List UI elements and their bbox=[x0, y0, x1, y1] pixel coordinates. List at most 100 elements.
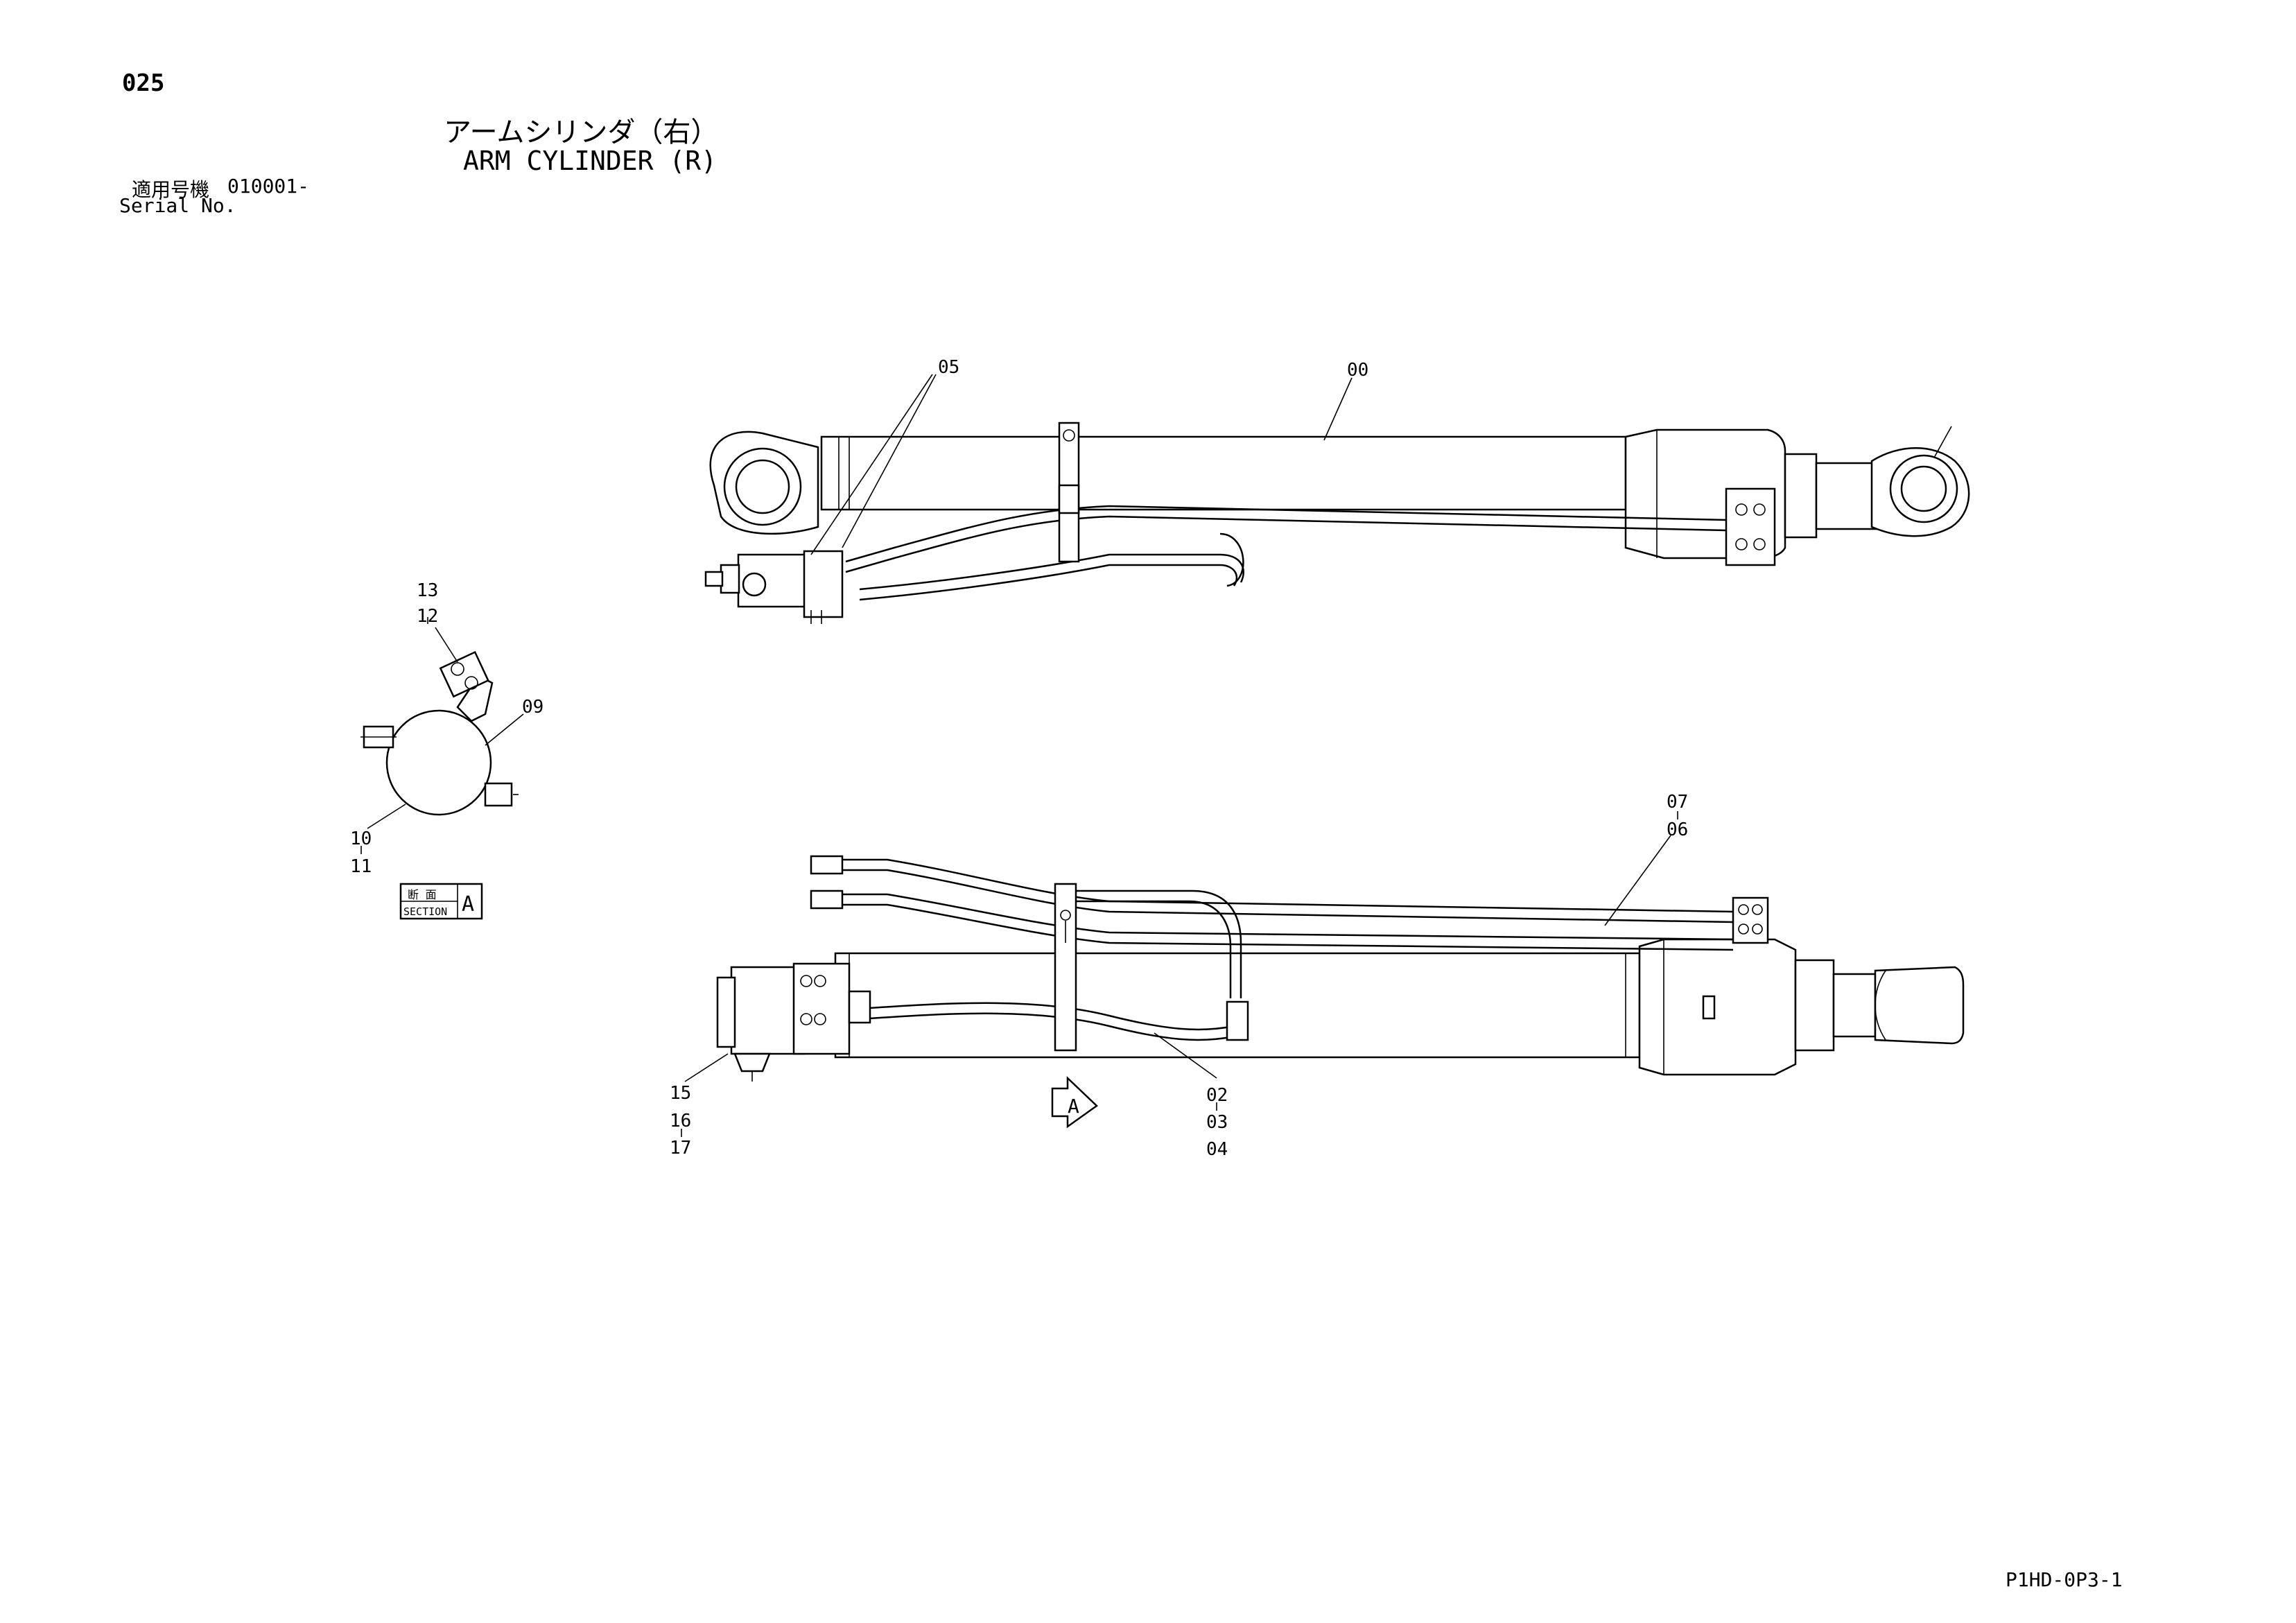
bottom-gland bbox=[1794, 959, 1835, 1052]
bottom-pipe-2b bbox=[842, 903, 1734, 951]
clamp-bolt bbox=[1735, 503, 1748, 516]
bottom-clamp-bolt bbox=[1738, 923, 1749, 935]
grease-fitting bbox=[1933, 426, 1952, 458]
section-tag-letter: A bbox=[462, 892, 474, 917]
callout-07: 07 bbox=[1667, 792, 1688, 813]
title-english: ARM CYLINDER (R) bbox=[463, 146, 718, 176]
callout-11: 11 bbox=[350, 856, 372, 877]
pipe-lower-2 bbox=[859, 564, 1238, 601]
bottom-clamp-bolt bbox=[1752, 923, 1763, 935]
bottom-valve-bolt bbox=[814, 975, 826, 987]
bottom-view-cylinder: A 07 06 02 03 04 15 16 17 bbox=[670, 792, 1965, 1160]
valve-plug bbox=[720, 564, 740, 594]
bottom-valve-flange bbox=[792, 962, 851, 1055]
bottom-cylinder-head bbox=[1638, 938, 1797, 1076]
cylinder-barrel bbox=[820, 435, 1627, 511]
rod-eye-bushing-inner bbox=[735, 459, 790, 514]
clamp-band-bolt bbox=[1063, 429, 1075, 442]
bottom-valve-end bbox=[716, 976, 736, 1048]
pipe-clamp-block bbox=[1725, 487, 1776, 566]
bottom-valve-bolt bbox=[814, 1013, 826, 1025]
pipe-upper-2 bbox=[845, 515, 1727, 573]
section-clamp-bolt bbox=[451, 662, 464, 676]
section-clamp-head bbox=[439, 650, 489, 698]
bottom-clamp-bolt bbox=[1752, 904, 1763, 915]
callout-06: 06 bbox=[1667, 819, 1688, 840]
serial-label-english: Serial No. bbox=[119, 194, 236, 217]
callout-03: 03 bbox=[1206, 1112, 1228, 1133]
leader-00 bbox=[1323, 377, 1353, 441]
leader-05-a bbox=[810, 374, 933, 555]
piston-rod bbox=[1815, 462, 1880, 530]
leader-09 bbox=[485, 713, 524, 746]
callout-10: 10 bbox=[350, 828, 372, 849]
valve-port bbox=[742, 572, 767, 597]
bottom-pipe-elbow bbox=[1226, 1000, 1249, 1041]
bottom-head-slot bbox=[1702, 995, 1716, 1020]
safety-valve-body bbox=[737, 553, 809, 608]
pipe-lower bbox=[859, 553, 1244, 591]
valve-flange bbox=[803, 550, 844, 618]
pipe-end-fitting-upper bbox=[810, 855, 844, 875]
leader-05-b bbox=[842, 374, 937, 548]
bottom-pipe-1 bbox=[842, 858, 1734, 913]
bottom-valve-bolt bbox=[800, 1013, 812, 1025]
callout-13: 13 bbox=[417, 580, 438, 601]
section-cylinder-circle bbox=[385, 709, 492, 816]
bottom-clamp-band bbox=[1054, 883, 1077, 1052]
callout-02: 02 bbox=[1206, 1085, 1228, 1106]
drawing-code: P1HD-0P3-1 bbox=[2006, 1568, 2123, 1591]
title-japanese: アームシリンダ（右） bbox=[444, 116, 719, 148]
clamp-bolt bbox=[1753, 503, 1766, 516]
leader-15 bbox=[684, 1053, 729, 1082]
bottom-valve-body bbox=[730, 966, 806, 1055]
callout-09: 09 bbox=[522, 697, 543, 718]
leader-06 bbox=[1604, 835, 1671, 926]
callout-05: 05 bbox=[938, 357, 959, 378]
bottom-eye-bushing-inner bbox=[1900, 465, 1947, 512]
bottom-clamp-block bbox=[1732, 896, 1769, 944]
bottom-pipe-loop-inner bbox=[1075, 900, 1232, 998]
callout-04: 04 bbox=[1206, 1139, 1228, 1160]
callout-16: 16 bbox=[670, 1111, 691, 1131]
leader-10 bbox=[367, 804, 406, 829]
callout-12: 12 bbox=[417, 606, 438, 627]
bottom-pipe-1b bbox=[842, 869, 1734, 923]
bottom-pipe-2 bbox=[842, 893, 1734, 941]
bottom-rod bbox=[1832, 973, 1877, 1038]
bottom-valve-nozzle bbox=[733, 1052, 771, 1073]
bottom-eye-bushing-outer bbox=[1889, 454, 1958, 523]
top-view-cylinder: 05 00 bbox=[704, 357, 1970, 624]
view-arrow-a bbox=[1051, 1076, 1098, 1129]
valve-tip bbox=[704, 571, 724, 587]
callout-15: 15 bbox=[670, 1083, 691, 1104]
view-arrow-letter: A bbox=[1068, 1095, 1079, 1118]
section-clamp-right bbox=[484, 782, 513, 807]
serial-label-japanese: 適用号機 bbox=[132, 178, 210, 201]
section-tag-kanji: 断 面 bbox=[408, 888, 437, 901]
bottom-rod-end-contour bbox=[1875, 970, 1886, 1041]
callout-00: 00 bbox=[1347, 360, 1368, 381]
section-tag-word: SECTION bbox=[403, 905, 447, 918]
section-clamp-bolt bbox=[464, 676, 478, 690]
page-number: 025 bbox=[122, 69, 165, 97]
bottom-valve-bolt bbox=[800, 975, 812, 987]
bottom-clamp-bolt bbox=[1738, 904, 1749, 915]
serial-number-value: 010001- bbox=[227, 175, 310, 198]
leader-02 bbox=[1154, 1032, 1217, 1079]
gland bbox=[1784, 453, 1818, 539]
bottom-rod-end bbox=[1874, 966, 1965, 1045]
pipe-bend bbox=[1219, 532, 1244, 587]
bottom-clamp-band-bolt bbox=[1060, 910, 1071, 921]
pipe-upper bbox=[845, 505, 1727, 563]
bottom-pipe-lower bbox=[859, 1002, 1235, 1031]
clamp-band-nut bbox=[1058, 484, 1080, 514]
section-a-view: 13 12 09 10 11 断 面 SECTION A bbox=[350, 580, 543, 920]
clamp-bolt bbox=[1735, 538, 1748, 550]
bottom-pipe-loop bbox=[1075, 889, 1242, 998]
leader-12 bbox=[435, 627, 458, 663]
bottom-pipe-lower-b bbox=[859, 1012, 1235, 1041]
pipe-end-fitting-lower bbox=[810, 889, 844, 910]
